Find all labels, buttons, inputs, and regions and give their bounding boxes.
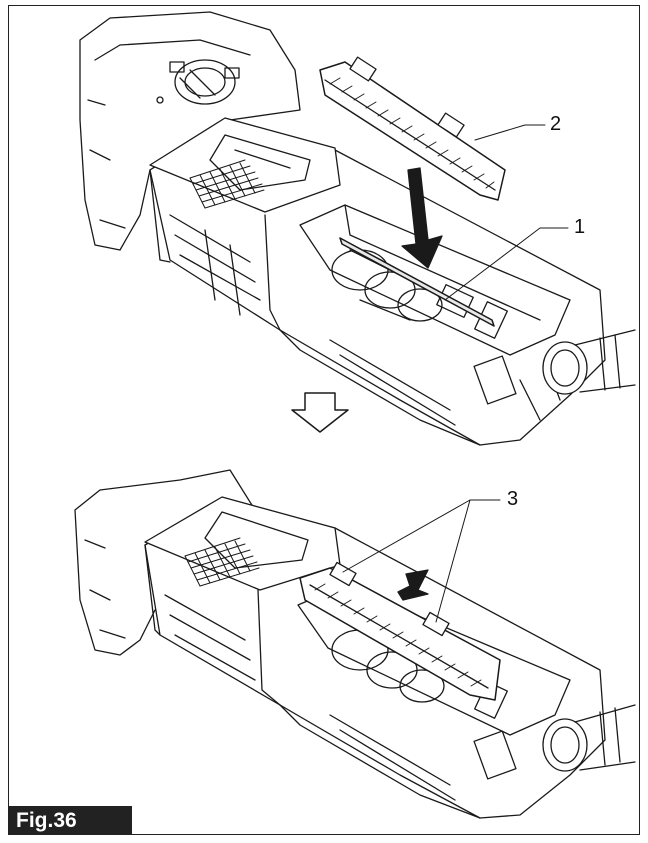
callout-filter: 2	[550, 113, 562, 135]
vent-grille-bottom	[184, 537, 260, 587]
insert-arrow-icon	[401, 167, 443, 269]
filter-tab-left	[329, 561, 357, 587]
filter-seat-bar	[339, 237, 495, 327]
figure-label: Fig.36	[8, 806, 132, 835]
callout-filter-tabs: 3	[507, 488, 519, 510]
filter-cartridge-top	[319, 56, 506, 201]
hose-connector-top	[542, 329, 636, 395]
lift-arrow-icon	[397, 569, 429, 601]
tool-body-top	[79, 11, 636, 446]
callout-filter-seat: 1	[574, 216, 586, 238]
tool-body-bottom	[74, 469, 636, 819]
hose-connector-bottom	[542, 704, 636, 772]
filter-tab-right	[422, 611, 450, 637]
filter-cartridge-installed	[299, 561, 501, 701]
step-down-arrow-icon	[291, 392, 349, 433]
vent-grille-top	[189, 159, 265, 209]
